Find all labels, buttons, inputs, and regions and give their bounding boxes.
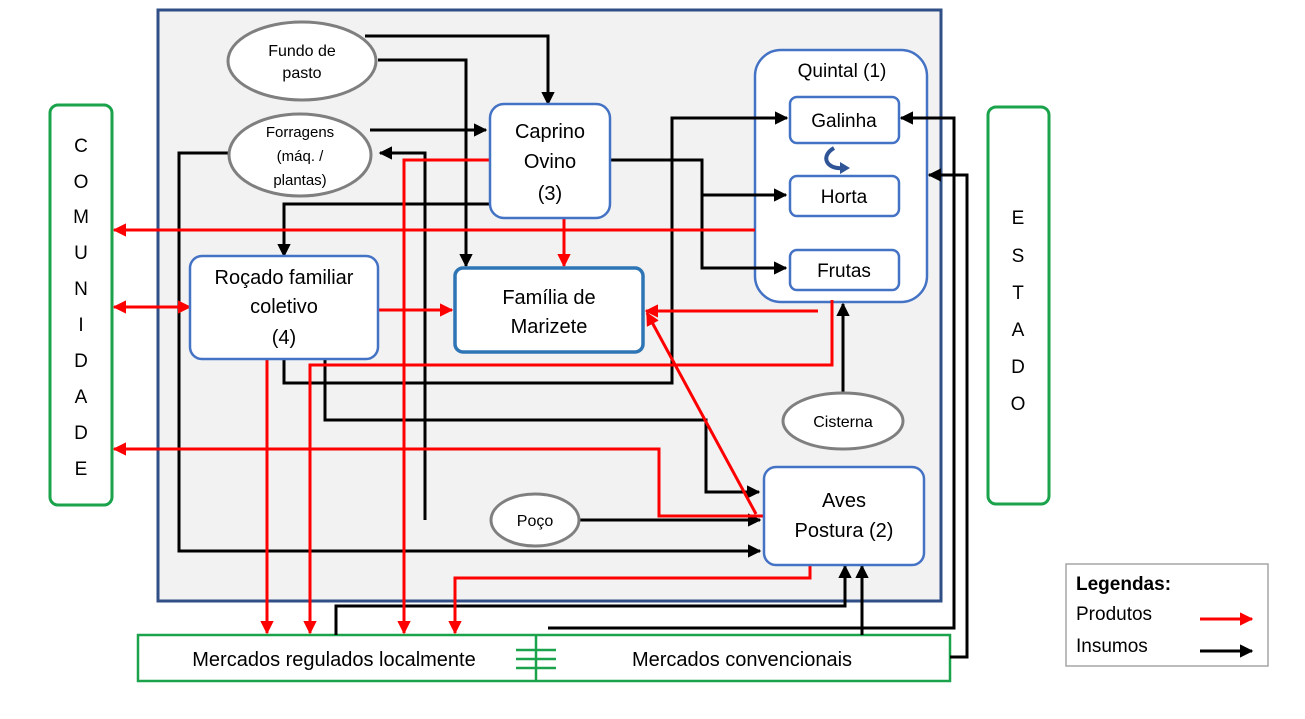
caprino-label-line2: Ovino [524,151,576,173]
familia-label-line2: Marizete [511,316,588,338]
galinha-label: Galinha [811,111,877,132]
frutas-label: Frutas [817,261,871,282]
community-box [48,103,114,507]
community-letter: A [75,387,88,408]
arrow-to-forragens [378,146,427,520]
node-cisterna: Cisterna [781,391,905,451]
forragens-label-line3: plantas) [273,172,326,189]
arrow-aves-to-community [112,442,764,518]
arrow-forragens-to-aves [177,151,762,558]
arrow-conventional-to-quintal [927,168,969,659]
node-caprino: Caprino Ovino (3) [488,102,612,220]
arrow-conventional-to-galinha [548,111,956,630]
state-letter: D [1011,357,1025,378]
state-box [986,105,1051,506]
community-letter: E [75,459,88,480]
local-market-label: Mercados regulados localmente [192,649,476,671]
node-aves: Aves Postura (2) [762,465,926,567]
quintal-title: Quintal (1) [798,61,887,82]
arrow-quintal-to-local-market [303,300,834,635]
familia-label-line1: Família de [502,287,595,309]
community-letter: D [74,423,88,444]
state-letters: E S T A D O [1011,208,1026,415]
forragens-label-line1: Forragens [266,124,334,141]
rocado-label-line3: (4) [272,327,296,349]
arrow-caprino-to-rocado [277,202,492,258]
node-familia: Família de Marizete [453,266,645,354]
legend-products-label: Produtos [1076,604,1152,625]
community-letter: D [74,351,88,372]
state-letter: A [1012,320,1025,341]
fundo-label-line2: pasto [282,65,321,82]
rocado-label-line2: coletivo [250,296,318,318]
cycle-icon [824,146,850,174]
arrow-fundo-to-caprino [365,34,555,106]
markets-connector-icon [516,648,556,670]
community-letter: N [74,279,88,300]
state-letter: S [1012,246,1025,267]
caprino-label-line3: (3) [538,183,562,205]
arrow-fundo-to-familia [378,58,473,268]
state-letter: E [1012,208,1025,229]
community-letter: O [74,172,89,193]
poco-label: Poço [517,513,554,530]
aves-label-line2: Postura (2) [795,520,894,542]
node-poco: Poço [489,492,581,548]
arrow-local-market-to-aves [334,564,852,635]
community-letter: C [74,136,88,157]
node-galinha: Galinha [788,95,901,145]
node-rocado: Roçado familiar coletivo (4) [188,254,380,361]
arrow-aves-to-local-market [448,563,812,635]
arrow-aves-to-familia [645,311,758,515]
arrow-caprino-to-frutas [610,158,788,275]
state-letter: T [1012,283,1024,304]
forragens-label-line2: (máq. / [277,148,325,165]
cisterna-label: Cisterna [813,414,873,431]
legend-inputs-label: Insumos [1076,636,1148,657]
caprino-label-line1: Caprino [515,121,585,143]
aves-label-line1: Aves [822,490,866,512]
community-letter: M [73,207,89,228]
node-forragens: Forragens (máq. / plantas) [227,112,373,198]
community-letter: U [74,243,88,264]
node-fundo: Fundo de pasto [226,20,378,102]
arrow-rocado-to-galinha [282,111,789,385]
legend-title: Legendas: [1076,574,1171,595]
node-horta: Horta [788,174,901,218]
community-letter: I [78,315,83,336]
fundo-label-line1: Fundo de [268,43,336,60]
product-flows [112,158,834,635]
horta-label: Horta [821,187,868,208]
state-letter: O [1011,394,1026,415]
node-frutas: Frutas [788,248,901,292]
arrow-caprino-to-local-market [397,158,492,635]
community-letters: C O M U N I D A D E [73,136,89,480]
conventional-market-label: Mercados convencionais [632,649,852,671]
legend: Legendas: Produtos Insumos [1065,563,1269,667]
rocado-label-line1: Roçado familiar [215,267,354,289]
